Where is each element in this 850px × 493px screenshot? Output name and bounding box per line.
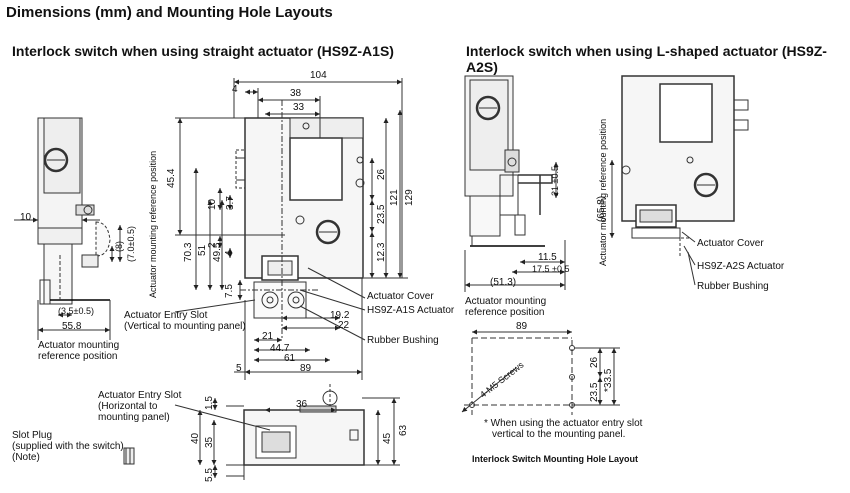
entry-slot-horizontal-note2: mounting panel) [98, 412, 170, 423]
ref-right-line2: reference position [465, 307, 545, 318]
a2s-actuator-label: HS9Z-A2S Actuator [697, 261, 785, 272]
entry-slot-vertical-label: Actuator Entry Slot [124, 310, 208, 321]
m-dim-33-5: *33.5 [603, 368, 614, 392]
bot-dim-45: 45 [382, 432, 393, 444]
dim-33: 33 [293, 102, 305, 113]
dim-61: 61 [284, 353, 296, 364]
side-dim-7: (7.0±0.5) [126, 226, 136, 262]
dim-51: 51 [197, 244, 208, 256]
dim-4-top: 4 [232, 84, 238, 95]
bot-dim-40: 40 [190, 432, 201, 444]
slot-plug-shape [123, 447, 135, 465]
dim-12-3: 12.3 [376, 242, 387, 262]
ref-left-line1: Actuator mounting [38, 340, 120, 351]
ref-right-vertical: Actuator mounting reference position [598, 118, 608, 266]
side-view-right [464, 75, 553, 247]
r-actuator-cover-label: Actuator Cover [697, 238, 764, 249]
left-section-title: Interlock switch when using straight act… [12, 43, 394, 59]
a1s-actuator-label: HS9Z-A1S Actuator [367, 305, 455, 316]
dim-104: 104 [310, 70, 327, 81]
dim-10: 10 [207, 198, 218, 210]
bot-dim-35: 35 [204, 436, 215, 448]
front-view-right [621, 75, 749, 256]
dim-3-7: 3.7 [225, 196, 236, 210]
bot-dim-5-5: 5.5 [204, 468, 215, 482]
r-dim-51-3: (51.3) [490, 277, 517, 288]
front-view-left [235, 100, 365, 340]
dim-49-5: 49.5 [212, 242, 223, 262]
dim-7-5: 7.5 [224, 284, 235, 298]
r-dim-21: 21 ±0.5 [550, 166, 560, 196]
ref-left-line2: reference position [38, 351, 118, 362]
dim-89: 89 [300, 363, 312, 374]
m-dim-26: 26 [589, 356, 600, 368]
right-section-title: Interlock switch when using L-shaped act… [466, 43, 827, 75]
entry-slot-horizontal-note1: (Horizontal to [98, 401, 158, 412]
slot-plug-note2: (Note) [12, 452, 40, 463]
dim-19-2: 19.2 [330, 310, 350, 321]
side-ref-vertical: Actuator mounting reference position [148, 150, 158, 298]
dim-129: 129 [404, 189, 415, 206]
bottom-view-left [226, 384, 365, 480]
side-view-left [37, 117, 111, 305]
r-rubber-bushing-label: Rubber Bushing [697, 281, 769, 292]
dim-22: 22 [338, 320, 350, 331]
dim-23-5: 23.5 [376, 204, 387, 224]
bot-dim-36: 36 [296, 399, 308, 410]
note-line1: * When using the actuator entry slot [484, 418, 643, 429]
dim-38: 38 [290, 88, 302, 99]
dim-21: 21 [262, 331, 274, 342]
hole-layout-caption: Interlock Switch Mounting Hole Layout [472, 454, 639, 464]
dim-44-7: 44.7 [270, 343, 290, 354]
dim-45-4: 45.4 [166, 168, 177, 188]
r-dim-11-5: 11.5 [538, 252, 557, 263]
actuator-cover-label: Actuator Cover [367, 291, 434, 302]
side-dim-3-5: (3.5±0.5) [58, 306, 94, 316]
side-dim-55-8: 55.8 [62, 321, 82, 332]
rubber-bushing-label: Rubber Bushing [367, 335, 439, 346]
entry-slot-vertical-note: (Vertical to mounting panel) [124, 321, 246, 332]
bot-dim-63: 63 [398, 424, 409, 436]
side-dim-10: 10 [20, 212, 32, 223]
note-line2: vertical to the mounting panel. [492, 429, 626, 440]
slot-plug-label: Slot Plug [12, 430, 53, 441]
m-dim-23-5: 23.5 [589, 382, 600, 402]
dim-4-side: 4 [224, 250, 235, 256]
dim-121: 121 [389, 189, 400, 206]
dim-70-3: 70.3 [183, 242, 194, 262]
ref-right-line1: Actuator mounting [465, 296, 547, 307]
page-title: Dimensions (mm) and Mounting Hole Layout… [6, 4, 333, 21]
r-dim-17-5: 17.5 ±0.5 [532, 264, 570, 274]
bot-dim-1-5: 1.5 [204, 396, 215, 410]
dim-26: 26 [376, 168, 387, 180]
dim-5: 5 [236, 363, 242, 374]
slot-plug-note1: (supplied with the switch) [12, 441, 124, 452]
mounting-hole-layout [464, 337, 580, 415]
entry-slot-horizontal-label: Actuator Entry Slot [98, 390, 182, 401]
m-dim-89: 89 [516, 321, 528, 332]
side-dim-8: (8) [114, 241, 124, 252]
